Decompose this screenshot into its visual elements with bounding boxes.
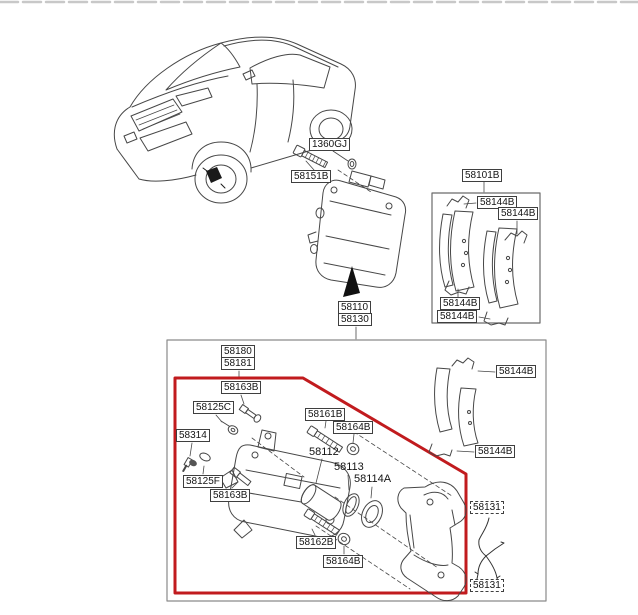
pad-kit-box-drawing	[431, 181, 541, 326]
part-label-58144b-kit-b1[interactable]: 58144B	[440, 297, 481, 310]
part-label-58101b[interactable]: 58101B	[462, 169, 503, 182]
part-label-1360gj[interactable]: 1360GJ	[309, 138, 351, 151]
part-label-58125c[interactable]: 58125C	[193, 401, 235, 414]
brake-location-marker	[206, 167, 222, 183]
part-label-58161b[interactable]: 58161B	[305, 408, 346, 421]
carrier-bracket-drawing	[397, 481, 467, 602]
part-label-58314[interactable]: 58314	[176, 429, 210, 442]
vehicle-drawing	[113, 36, 356, 204]
small-fasteners-drawing	[182, 394, 262, 489]
part-label-58181[interactable]: 58181	[221, 357, 255, 370]
highlight-region	[173, 376, 468, 595]
part-label-58144b-kit-tr[interactable]: 58144B	[498, 207, 539, 220]
lower-section-box	[166, 339, 547, 602]
part-label-58131-bottom[interactable]: 58131	[470, 579, 504, 592]
part-label-58144b-kit-b2[interactable]: 58144B	[437, 310, 478, 323]
part-label-58144b-right-top[interactable]: 58144B	[496, 365, 537, 378]
part-label-58151b[interactable]: 58151B	[291, 170, 332, 183]
part-label-58162b[interactable]: 58162B	[296, 536, 337, 549]
part-label-58164b-lower[interactable]: 58164B	[323, 555, 364, 568]
part-label-58164b-upper[interactable]: 58164B	[333, 421, 374, 434]
part-label-58125f[interactable]: 58125F	[183, 475, 223, 488]
part-label-58163b-lower[interactable]: 58163B	[210, 489, 251, 502]
part-label-58131-top[interactable]: 58131	[470, 501, 504, 514]
part-label-58113[interactable]: 58113	[334, 461, 364, 473]
part-label-58163b-upper[interactable]: 58163B	[221, 381, 262, 394]
caliper-assembly-drawing	[307, 170, 407, 340]
pointer-arrow	[343, 266, 360, 297]
part-label-58130[interactable]: 58130	[338, 313, 372, 326]
part-label-58112[interactable]: 58112	[309, 446, 339, 458]
part-label-58144b-kit-tl[interactable]: 58144B	[477, 196, 518, 209]
pad-wear-wire-drawing	[474, 517, 505, 583]
spare-pads-drawing	[428, 357, 496, 457]
guide-bolt-drawing	[292, 144, 372, 193]
part-label-58144b-right-bottom[interactable]: 58144B	[475, 445, 516, 458]
part-label-58114a[interactable]: 58114A	[354, 473, 392, 485]
